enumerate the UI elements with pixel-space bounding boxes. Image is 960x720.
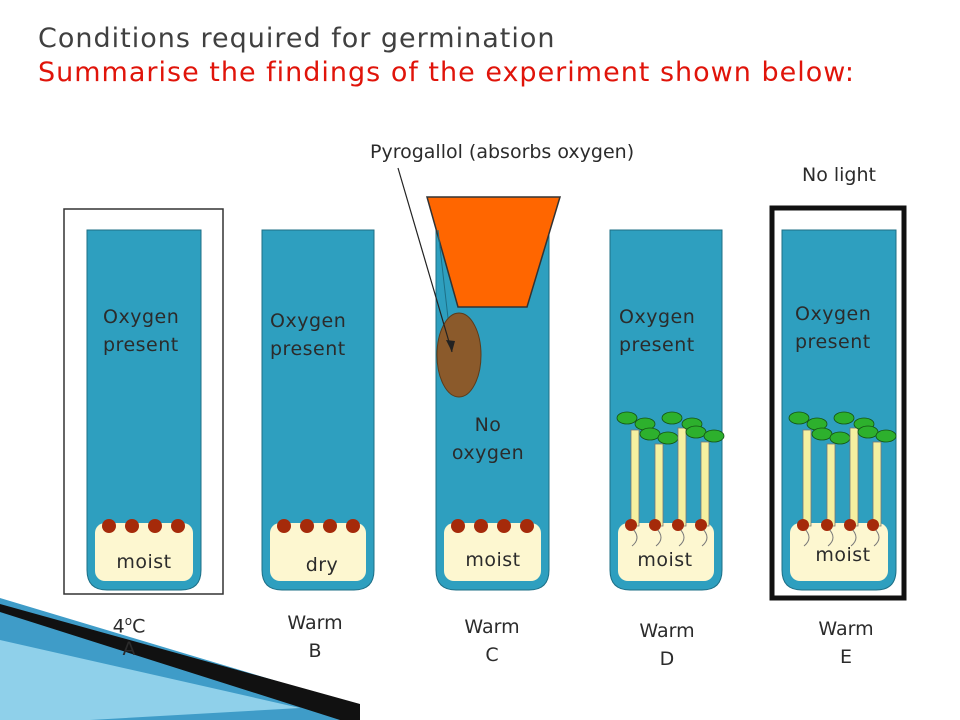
tube-d-base-label: moist bbox=[637, 549, 693, 571]
tube-d-top-line1: Oxygen bbox=[619, 306, 696, 328]
stopper bbox=[426, 196, 562, 308]
tube-a-degree: o bbox=[124, 614, 133, 628]
tube-d-condition: Warm bbox=[639, 620, 695, 642]
tube-d bbox=[609, 229, 725, 591]
seeds bbox=[277, 519, 360, 533]
seedling bbox=[811, 427, 851, 547]
tube-c-letter: C bbox=[485, 644, 499, 666]
tube-b bbox=[261, 229, 375, 591]
cotton-wool bbox=[270, 523, 366, 581]
seedlings bbox=[788, 411, 897, 547]
seedling bbox=[788, 411, 828, 547]
tube-b-top-line1: Oxygen bbox=[270, 310, 347, 332]
seedling bbox=[685, 425, 725, 547]
tube-e-base-label: moist bbox=[815, 544, 871, 566]
cotton-wool bbox=[618, 523, 714, 581]
decor-dark-wedge bbox=[0, 604, 360, 720]
cold-enclosure-box bbox=[63, 208, 224, 595]
tube-a-base-label: moist bbox=[116, 551, 172, 573]
tube-a-top-label: Oxygen present bbox=[103, 303, 179, 359]
tube-c-base-label: moist bbox=[465, 549, 521, 571]
tube-a-top-line1: Oxygen bbox=[103, 306, 180, 328]
seedlings bbox=[616, 411, 725, 547]
pyrogallol-bag bbox=[436, 312, 482, 398]
tube-b-top-label: Oxygen present bbox=[270, 307, 346, 363]
tube-c-condition: Warm bbox=[464, 616, 520, 638]
no-light-label: No light bbox=[802, 164, 876, 186]
tube-c bbox=[397, 167, 562, 591]
tube-c-top-label: No oxygen bbox=[444, 411, 532, 467]
seedling bbox=[616, 411, 656, 547]
slide-title: Conditions required for germination Summ… bbox=[38, 22, 855, 90]
tube-d-top-line2: present bbox=[619, 334, 695, 356]
tube-b-top-line2: present bbox=[270, 338, 346, 360]
tube-e-top-line1: Oxygen bbox=[795, 303, 872, 325]
cotton-wool bbox=[790, 523, 888, 581]
tube-a-top-line2: present bbox=[103, 334, 179, 356]
tube-e-top-line2: present bbox=[795, 331, 871, 353]
tube-b-base-label: dry bbox=[305, 554, 339, 576]
tube-e-top-label: Oxygen present bbox=[795, 300, 871, 356]
tube-b-letter: B bbox=[308, 640, 322, 662]
cotton-wool bbox=[95, 523, 193, 581]
tube-body bbox=[261, 229, 375, 591]
tube-a-temp-number: 4 bbox=[112, 615, 125, 638]
tube-e bbox=[769, 205, 907, 601]
pointer-arrowhead bbox=[446, 340, 455, 352]
title-line-2: Summarise the findings of the experiment… bbox=[38, 57, 855, 88]
pyrogallol-label: Pyrogallol (absorbs oxygen) bbox=[370, 141, 635, 163]
tube-d-letter: D bbox=[659, 648, 675, 670]
tube-a bbox=[63, 208, 224, 595]
seeds bbox=[451, 519, 534, 533]
tube-a-temp-unit: C bbox=[132, 615, 146, 638]
cotton-wool bbox=[444, 523, 541, 581]
tube-c-top-line1: No bbox=[474, 414, 502, 436]
seedling bbox=[857, 425, 897, 547]
title-line-1: Conditions required for germination bbox=[38, 23, 556, 54]
string-line bbox=[437, 229, 449, 319]
tube-a-condition: 4oC bbox=[109, 608, 149, 639]
tube-b-condition: Warm bbox=[287, 612, 343, 634]
decor-light-wedge bbox=[0, 640, 300, 720]
tube-e-condition: Warm bbox=[818, 618, 874, 640]
tube-body bbox=[86, 229, 202, 591]
seeds bbox=[102, 519, 185, 533]
tube-a-letter: A bbox=[122, 638, 136, 660]
tube-c-top-line2: oxygen bbox=[451, 442, 525, 464]
tube-d-top-label: Oxygen present bbox=[619, 303, 695, 359]
light-proof-box bbox=[769, 205, 907, 601]
pyrogallol-pointer-line bbox=[397, 167, 453, 353]
tube-e-letter: E bbox=[839, 646, 852, 668]
corner-decoration bbox=[0, 598, 360, 720]
